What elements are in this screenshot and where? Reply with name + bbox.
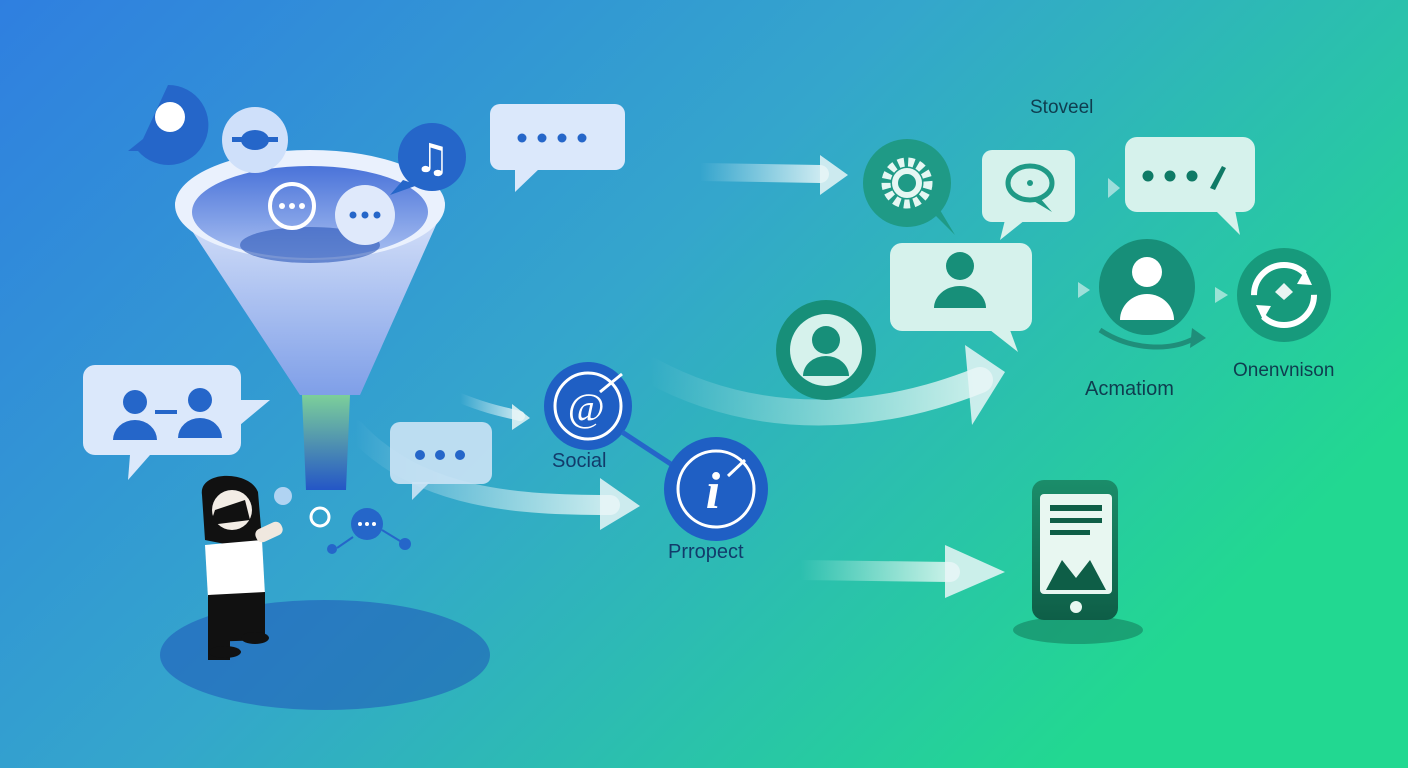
dots-bubble-right xyxy=(1125,137,1255,235)
social-label: Social xyxy=(552,450,607,472)
arrow-icon xyxy=(1078,282,1090,298)
person-card xyxy=(890,243,1032,352)
arrow-heads xyxy=(512,155,1228,598)
flow-arrow-top xyxy=(691,163,829,183)
svg-text:♫: ♫ xyxy=(414,136,450,182)
arrow-icon xyxy=(820,155,848,195)
acmatiom-label: Acmatiom xyxy=(1085,378,1174,400)
person-icon xyxy=(113,388,222,440)
arrow-icon xyxy=(965,345,1005,425)
speech-bubble-icon xyxy=(268,182,316,230)
speech-bubble-icon xyxy=(335,185,395,245)
dots-bubble-top xyxy=(490,104,625,192)
globe-bubble-icon xyxy=(222,107,288,173)
funnel-bubbles xyxy=(268,182,395,245)
chat-bubble-icon xyxy=(982,150,1075,240)
prospect-node: i xyxy=(664,437,768,541)
svg-text:i: i xyxy=(706,463,721,520)
prospect-label: Prropect xyxy=(668,541,744,563)
search-bubble-icon xyxy=(128,84,209,165)
flow-arrows xyxy=(345,163,993,582)
gear-icon xyxy=(863,139,955,235)
users-bubble xyxy=(83,365,270,480)
flow-arrow-curve xyxy=(637,357,993,426)
phone-icon xyxy=(1013,480,1143,644)
stoveel-label: Stoveel xyxy=(1030,97,1094,118)
flow-arrow-phone xyxy=(790,560,960,582)
person-figure xyxy=(201,475,283,660)
svg-text:@: @ xyxy=(568,385,605,430)
small-nodes xyxy=(274,487,411,554)
curved-arrow xyxy=(1098,327,1197,350)
music-note-icon: ♫ xyxy=(390,123,466,195)
refresh-icon xyxy=(1237,248,1331,342)
arrow-icon xyxy=(512,404,530,430)
social-node: @ xyxy=(544,362,632,450)
arrow-icon xyxy=(600,478,640,530)
dots-bubble-middle xyxy=(390,422,492,500)
onenvnison-label: Onenvnison xyxy=(1233,360,1335,381)
arrow-icon xyxy=(1215,287,1228,303)
flow-arrow-prospect xyxy=(345,420,620,515)
connector xyxy=(620,429,682,473)
user-icon xyxy=(1099,239,1195,335)
user-icon xyxy=(776,300,876,400)
arrow-icon xyxy=(945,545,1005,598)
arrow-icon xyxy=(1108,178,1120,198)
